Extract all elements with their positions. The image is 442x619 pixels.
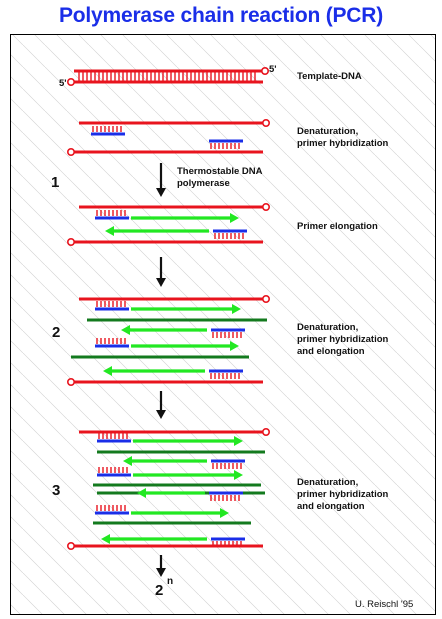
label-primer-hybridization-1: primer hybridization bbox=[297, 138, 389, 149]
label-template-dna: Template-DNA bbox=[297, 71, 362, 82]
label-denaturation-2: Denaturation, bbox=[297, 322, 358, 333]
step3-arrow-6-head bbox=[101, 534, 110, 544]
step2-arrow-1-head bbox=[232, 304, 241, 314]
flow-arrow-3-head bbox=[156, 410, 166, 419]
label-primer-hybridization-3: primer hybridization bbox=[297, 489, 389, 500]
step2-arrow-4-head bbox=[103, 366, 112, 376]
label-primer-elongation: Primer elongation bbox=[297, 221, 378, 232]
page-title: Polymerase chain reaction (PCR) bbox=[58, 4, 384, 27]
elong-primer-right-bases bbox=[214, 233, 244, 239]
label-thermostable: Thermostable DNA bbox=[177, 166, 263, 177]
elong-end-bottom bbox=[67, 238, 76, 247]
step2-arrow-3-head bbox=[230, 341, 239, 351]
template-base-pairs bbox=[78, 72, 256, 81]
step3-primer-5-bases bbox=[96, 505, 126, 511]
five-prime-right: 5' bbox=[269, 64, 277, 75]
elong-arrow-right-head bbox=[230, 213, 239, 223]
step3-end-bottom bbox=[67, 541, 76, 550]
step3-primer-1-bases bbox=[98, 433, 128, 439]
step3-arrow-4-head bbox=[137, 488, 146, 498]
denat1-end-top bbox=[261, 119, 270, 128]
elong-end-top bbox=[261, 203, 270, 212]
flow-arrow-1-head bbox=[156, 188, 166, 197]
pcr-diagram: 5' 5' Template-DNA Denaturation, primer … bbox=[11, 35, 435, 614]
label-elongation-3: and elongation bbox=[297, 501, 365, 512]
label-denaturation-1: Denaturation, bbox=[297, 126, 358, 137]
denat1-end-bottom bbox=[67, 148, 76, 157]
step3-arrow-2-head bbox=[123, 456, 132, 466]
step-1: 1 bbox=[51, 174, 59, 191]
result-base: 2 bbox=[155, 582, 163, 599]
step3-end-top bbox=[261, 427, 270, 436]
step2-end-top bbox=[261, 294, 270, 303]
label-polymerase: polymerase bbox=[177, 178, 230, 189]
five-prime-left: 5' bbox=[59, 78, 67, 89]
template-end-top bbox=[260, 67, 269, 76]
flow-arrow-4-head bbox=[156, 568, 166, 577]
denat1-primer-left-bases bbox=[92, 126, 122, 132]
label-elongation-2: and elongation bbox=[297, 346, 365, 357]
step2-primer-1-bases bbox=[96, 301, 126, 307]
elong-primer-left-bases bbox=[96, 210, 126, 216]
elong-arrow-left-head bbox=[105, 226, 114, 236]
step3-primer-2-bases bbox=[212, 463, 242, 469]
step3-primer-3-bases bbox=[98, 467, 128, 473]
arrows-layer bbox=[101, 163, 243, 577]
step2-end-bottom bbox=[67, 377, 76, 386]
background-hatching bbox=[11, 35, 435, 614]
template-end-bottom bbox=[67, 78, 76, 87]
label-denaturation-3: Denaturation, bbox=[297, 477, 358, 488]
step2-primer-3-bases bbox=[96, 338, 126, 344]
step2-arrow-2-head bbox=[121, 325, 130, 335]
step3-primer-4-bases bbox=[210, 495, 240, 501]
step-3: 3 bbox=[52, 482, 60, 499]
step2-primer-2-bases bbox=[212, 332, 242, 338]
label-primer-hybridization-2: primer hybridization bbox=[297, 334, 389, 345]
step3-arrow-1-head bbox=[234, 436, 243, 446]
result-exponent: n bbox=[167, 576, 173, 587]
step3-arrow-3-head bbox=[234, 470, 243, 480]
diagram-panel: 5' 5' Template-DNA Denaturation, primer … bbox=[10, 34, 436, 615]
credit: U. Reischl '95 bbox=[355, 599, 413, 610]
denat1-primer-right-bases bbox=[210, 143, 240, 149]
flow-arrow-2-head bbox=[156, 278, 166, 287]
step3-arrow-5-head bbox=[220, 508, 229, 518]
step2-primer-4-bases bbox=[210, 373, 240, 379]
step-2: 2 bbox=[52, 324, 60, 341]
